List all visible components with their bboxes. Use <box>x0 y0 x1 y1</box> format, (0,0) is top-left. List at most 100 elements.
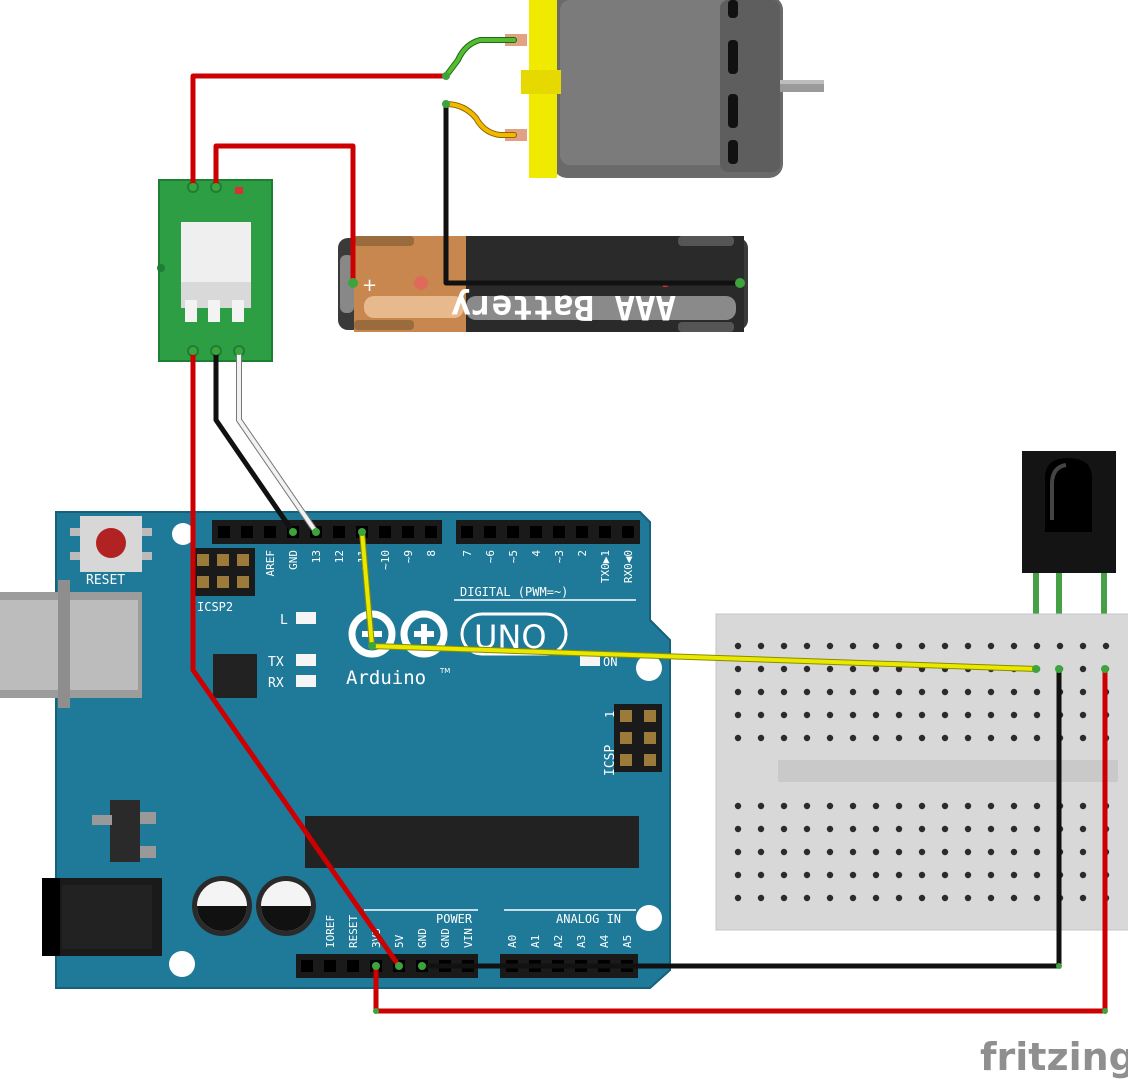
breadboard-hole <box>987 688 995 696</box>
breadboard-hole <box>941 711 949 719</box>
breadboard-hole <box>803 848 811 856</box>
breadboard-hole <box>757 734 765 742</box>
on-label: ON <box>603 655 617 669</box>
breadboard-hole <box>803 711 811 719</box>
header-pin <box>241 526 253 538</box>
digital-pin-label: ~3 <box>553 550 566 563</box>
breadboard-hole <box>757 848 765 856</box>
arduino-uno: RESET ICSP2 ICSP 1 L <box>0 511 671 989</box>
breadboard-hole <box>826 642 834 650</box>
breadboard-hole <box>803 642 811 650</box>
breadboard-hole <box>849 894 857 902</box>
breadboard-hole <box>1010 642 1018 650</box>
battery-label: AAA Battery <box>451 287 676 327</box>
breadboard-hole <box>918 688 926 696</box>
breadboard-hole <box>987 848 995 856</box>
reset-button[interactable] <box>70 516 152 572</box>
icsp-pin1-label: 1 <box>603 711 617 718</box>
tx-label: TX <box>268 655 284 670</box>
digital-label: DIGITAL (PWM=~) <box>460 585 568 599</box>
breadboard-hole <box>872 688 880 696</box>
breadboard-hole <box>803 802 811 810</box>
motor-lead-green <box>443 37 517 79</box>
analog-pin-label: A3 <box>575 935 588 948</box>
breadboard-hole <box>1079 711 1087 719</box>
header-pin <box>461 526 473 538</box>
wire-relay-to-motor <box>190 73 449 190</box>
breadboard-hole <box>1033 825 1041 833</box>
breadboard-hole <box>780 825 788 833</box>
breadboard-hole <box>895 665 903 673</box>
breadboard-hole <box>734 848 742 856</box>
fritzing-watermark: fritzing <box>980 1035 1128 1079</box>
breadboard-hole <box>803 871 811 879</box>
header-pin <box>425 526 437 538</box>
header-pin <box>402 526 414 538</box>
l-led <box>296 612 316 624</box>
header-pin <box>530 526 542 538</box>
header-pin <box>553 526 565 538</box>
breadboard-hole <box>918 734 926 742</box>
breadboard-hole <box>1010 688 1018 696</box>
breadboard-hole <box>964 688 972 696</box>
breadboard-hole <box>780 871 788 879</box>
breadboard-hole <box>849 688 857 696</box>
breadboard-hole <box>1033 848 1041 856</box>
analog-pin-label: A0 <box>506 935 519 948</box>
wire-motor-to-battery <box>443 101 743 286</box>
breadboard-hole <box>941 688 949 696</box>
breadboard-hole <box>757 688 765 696</box>
header-pin <box>347 960 359 972</box>
breadboard-hole <box>941 871 949 879</box>
digital-pin-label: 2 <box>576 550 589 557</box>
breadboard-hole <box>734 802 742 810</box>
breadboard-hole <box>826 711 834 719</box>
breadboard-hole <box>734 825 742 833</box>
icsp-label: ICSP <box>603 745 618 776</box>
breadboard-hole <box>918 894 926 902</box>
wire-ir-vcc <box>373 666 1108 1014</box>
breadboard-hole <box>1010 871 1018 879</box>
header-pin <box>622 526 634 538</box>
breadboard-hole <box>895 894 903 902</box>
breadboard-hole <box>941 802 949 810</box>
breadboard-hole <box>872 802 880 810</box>
breadboard-hole <box>987 711 995 719</box>
analog-in-label: ANALOG IN <box>556 912 621 926</box>
breadboard-hole <box>987 871 995 879</box>
header-pin <box>576 526 588 538</box>
breadboard-hole <box>1079 802 1087 810</box>
arduino-tm-mark: TM <box>439 667 450 675</box>
breadboard-hole <box>941 848 949 856</box>
breadboard-hole <box>780 894 788 902</box>
breadboard-hole <box>964 848 972 856</box>
digital-pin-label: 13 <box>310 550 323 563</box>
breadboard-hole <box>780 642 788 650</box>
breadboard-hole <box>1079 688 1087 696</box>
breadboard-hole <box>734 894 742 902</box>
breadboard-hole <box>734 711 742 719</box>
digital-pin-label: AREF <box>264 550 277 577</box>
header-pin <box>264 526 276 538</box>
breadboard-hole <box>757 825 765 833</box>
breadboard-hole <box>849 825 857 833</box>
breadboard-hole <box>895 825 903 833</box>
wire-endpoints <box>189 72 1109 1014</box>
breadboard-hole <box>964 825 972 833</box>
breadboard-hole <box>987 802 995 810</box>
breadboard-hole <box>941 642 949 650</box>
icsp2-header <box>193 548 255 596</box>
dc-motor <box>505 0 824 178</box>
breadboard-hole <box>964 871 972 879</box>
breadboard-hole <box>826 688 834 696</box>
header-pin <box>301 960 313 972</box>
breadboard-hole <box>941 734 949 742</box>
analog-pin-label: A2 <box>552 935 565 948</box>
rx-label: RX <box>268 676 284 691</box>
header-pin <box>507 526 519 538</box>
breadboard-hole <box>803 688 811 696</box>
breadboard-hole <box>941 825 949 833</box>
breadboard-hole <box>1102 642 1110 650</box>
breadboard-hole <box>757 711 765 719</box>
breadboard-hole <box>826 734 834 742</box>
